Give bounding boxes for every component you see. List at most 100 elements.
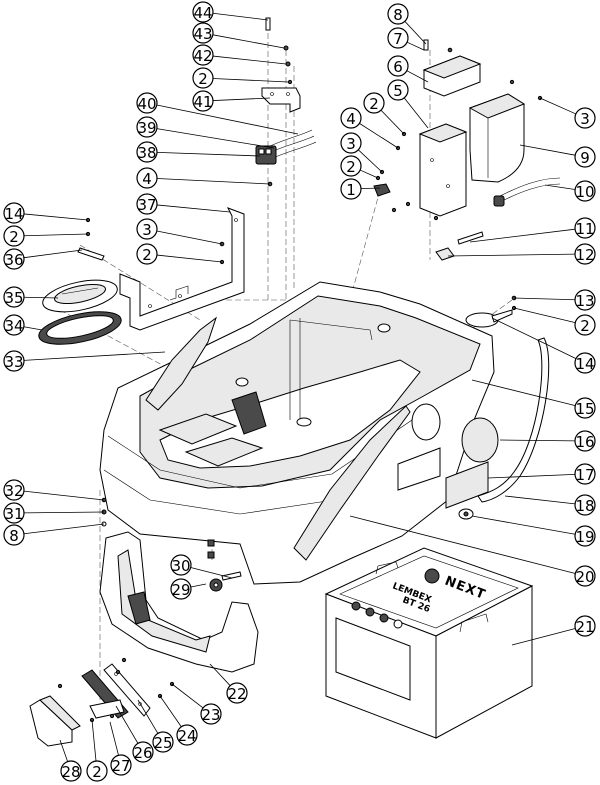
callout-number: 14	[4, 205, 23, 223]
callout-number: 15	[575, 400, 594, 418]
callout-circle	[340, 107, 362, 129]
callout-labels: 4443422414039384373214236353433323188765…	[3, 1, 596, 782]
callout-number: 23	[201, 706, 220, 724]
callout-10: 10	[574, 180, 596, 202]
callout-16: 16	[574, 430, 596, 452]
callout-number: 22	[227, 685, 246, 703]
callout-number: 4	[346, 110, 356, 128]
callout-number: 25	[153, 734, 172, 752]
callout-circle	[3, 248, 25, 270]
callout-number: 42	[193, 47, 212, 65]
leader-line-3	[156, 230, 223, 245]
callout-circle	[574, 615, 596, 637]
leader-line-25	[137, 699, 159, 734]
callout-34: 34	[3, 314, 25, 336]
callout-11: 11	[574, 217, 596, 239]
callout-number: 34	[4, 317, 23, 335]
leader-line-6	[406, 70, 429, 83]
callout-9: 9	[574, 146, 596, 168]
callout-40: 40	[136, 92, 158, 114]
pin-11	[457, 231, 484, 245]
leader-line-31	[23, 511, 105, 514]
callout-circle	[574, 107, 596, 129]
callout-number: 41	[193, 93, 212, 111]
callout-23: 23	[200, 703, 222, 725]
callout-number: 3	[142, 221, 152, 239]
leader-line-14	[491, 317, 577, 360]
screw-30	[221, 571, 242, 581]
callout-circle	[3, 202, 25, 224]
callout-circle	[136, 141, 158, 163]
callout-42: 42	[192, 44, 214, 66]
callout-38: 38	[136, 141, 158, 163]
bumper-22	[99, 531, 259, 673]
leader-line-14	[23, 213, 89, 221]
callout-30: 30	[170, 554, 192, 576]
callout-24: 24	[176, 724, 198, 746]
leader-line-27	[109, 721, 119, 756]
callout-circle	[136, 92, 158, 114]
screw-44	[265, 17, 271, 31]
bracket-27	[89, 699, 125, 719]
callout-circle	[136, 218, 158, 240]
callout-19: 19	[574, 525, 596, 547]
callout-21: 21	[574, 615, 596, 637]
leader-line-2	[380, 109, 405, 135]
callout-2: 2	[86, 760, 108, 782]
callout-13: 13	[574, 289, 596, 311]
leader-line-24	[159, 695, 182, 728]
callout-circle	[387, 3, 409, 25]
callout-number: 10	[575, 183, 594, 201]
cover-9	[468, 93, 526, 183]
gasket-34	[38, 311, 122, 345]
leader-line-4	[359, 123, 399, 149]
callout-circle	[136, 116, 158, 138]
callout-31: 31	[3, 502, 25, 524]
callout-44: 44	[192, 1, 214, 23]
bracket-5	[418, 123, 468, 217]
callout-3: 3	[574, 107, 596, 129]
callout-circle	[192, 1, 214, 23]
callout-circle	[340, 132, 362, 154]
callout-20: 20	[574, 565, 596, 587]
callout-number: 5	[393, 82, 403, 100]
knob-29	[209, 578, 223, 592]
callout-4: 4	[136, 167, 158, 189]
small-fasteners-bottom	[57, 657, 175, 723]
callout-number: 2	[580, 317, 590, 335]
callout-circle	[226, 682, 248, 704]
callout-15: 15	[574, 397, 596, 419]
leader-line-10	[544, 184, 576, 190]
leader-line-20	[349, 515, 576, 574]
callout-circle	[170, 578, 192, 600]
screw-7	[447, 47, 453, 53]
leader-line-41	[212, 97, 271, 101]
callout-circle	[574, 314, 596, 336]
leader-line-3	[539, 97, 577, 115]
leader-line-29	[190, 583, 207, 588]
callout-number: 12	[575, 246, 594, 264]
callout-circle	[574, 217, 596, 239]
clamp-19	[458, 508, 474, 520]
callout-36: 36	[3, 248, 25, 270]
callout-8: 8	[3, 524, 25, 546]
callout-number: 2	[92, 763, 102, 781]
callout-number: 8	[9, 527, 19, 545]
callout-number: 24	[177, 727, 196, 745]
leader-line-34	[23, 326, 43, 331]
main-body-15	[99, 281, 495, 585]
callout-7: 7	[387, 27, 409, 49]
callout-circle	[3, 502, 25, 524]
callout-number: 29	[171, 581, 190, 599]
callout-2: 2	[574, 314, 596, 336]
callout-circle	[574, 180, 596, 202]
callout-14: 14	[3, 202, 25, 224]
leader-line-2	[91, 719, 97, 762]
leader-line-12	[447, 253, 576, 257]
callout-circle	[152, 731, 174, 753]
callout-number: 18	[575, 497, 594, 515]
leader-line-2	[359, 169, 379, 179]
callout-number: 20	[575, 568, 594, 586]
callout-circle	[363, 92, 385, 114]
